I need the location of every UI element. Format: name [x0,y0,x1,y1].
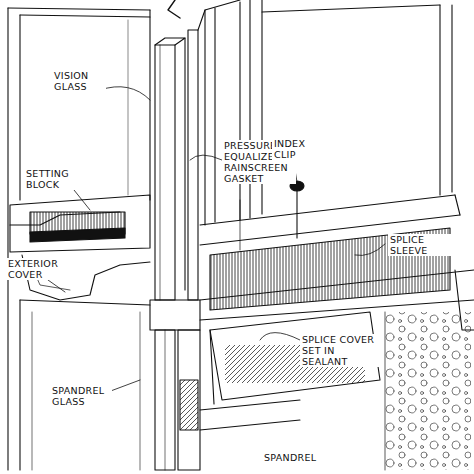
part-label: SPANDREL GLASS [50,385,112,407]
part-label: INDEX CLIP [272,138,326,160]
part-label: SPLICE COVER SET IN SEALANT [300,334,384,367]
part-label: SETTING BLOCK [24,168,88,190]
part-label: SPANDREL [262,452,326,463]
part-label: VISION GLASS [52,70,106,92]
part-label: EXTERIOR COVER [6,258,56,280]
part-label: SPLICE SLEEVE [388,234,462,256]
